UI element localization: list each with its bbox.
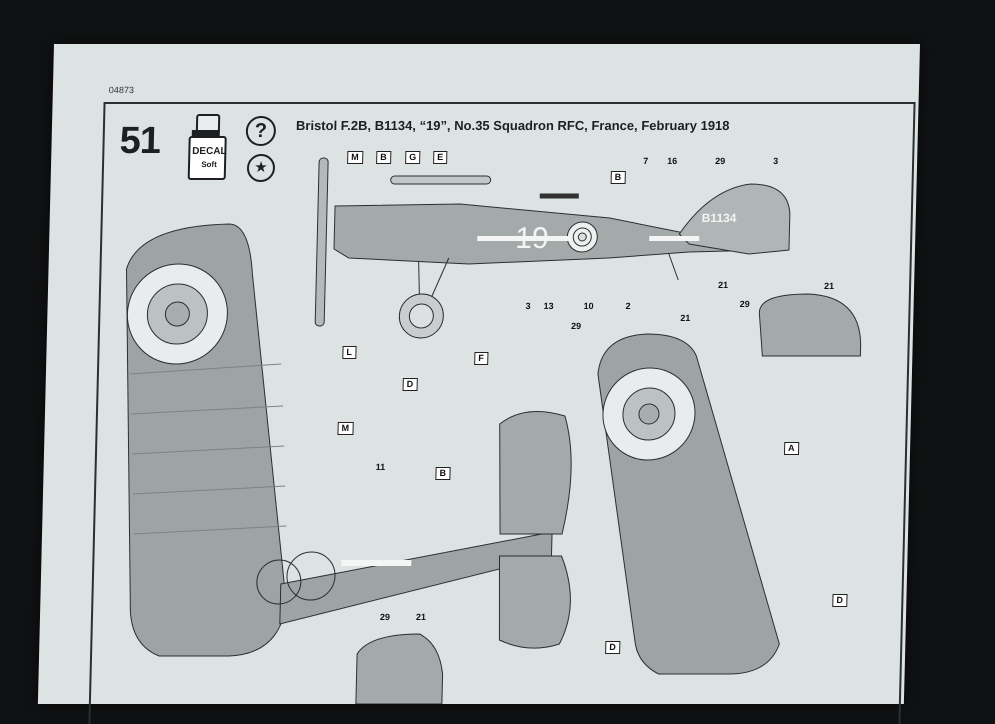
machine-gun bbox=[539, 193, 579, 199]
part-13: 13 bbox=[543, 301, 554, 311]
callout-D-right: D bbox=[832, 594, 848, 607]
callout-F: F bbox=[474, 352, 488, 365]
aileron-detail bbox=[758, 293, 862, 357]
side-profile bbox=[314, 157, 791, 339]
part-29-side: 29 bbox=[715, 156, 726, 166]
fuselage-serial: B1134 bbox=[702, 211, 737, 225]
part-10: 10 bbox=[583, 301, 594, 311]
tail-detail-bottom bbox=[355, 633, 444, 704]
callout-G: G bbox=[405, 151, 421, 164]
rudder bbox=[678, 183, 791, 255]
instruction-sheet: 04873 51 DECAL Soft ? ★ Bristol F.2B, B1… bbox=[37, 44, 921, 724]
callout-B-plan: B bbox=[435, 467, 451, 480]
part-29-wing: 29 bbox=[570, 321, 582, 331]
callout-L: L bbox=[342, 346, 357, 359]
part-21-side: 21 bbox=[717, 280, 729, 290]
part-3-tail: 3 bbox=[773, 156, 779, 166]
propeller bbox=[314, 157, 329, 327]
part-16: 16 bbox=[667, 156, 678, 166]
part-21-bottom: 21 bbox=[415, 612, 427, 622]
part-29-bottom: 29 bbox=[379, 612, 391, 622]
lower-wing-plan bbox=[597, 333, 780, 675]
tailplane-upper bbox=[499, 411, 572, 535]
part-3-side: 3 bbox=[525, 301, 531, 311]
fuselage-code-number: 19 bbox=[515, 222, 549, 255]
callout-A: A bbox=[783, 442, 799, 455]
part-21-wing: 21 bbox=[680, 313, 691, 323]
callout-B-side: B bbox=[610, 171, 626, 184]
part-2: 2 bbox=[625, 301, 631, 311]
part-7: 7 bbox=[643, 156, 649, 166]
upper-wing-plan bbox=[126, 223, 287, 657]
callout-E: E bbox=[433, 151, 448, 164]
aircraft-drawing: 19 B1134 bbox=[126, 157, 862, 704]
callout-M-top: M bbox=[347, 151, 363, 164]
callout-M-detail: M bbox=[337, 422, 354, 435]
callout-D-bottom: D bbox=[605, 641, 620, 654]
part-11: 11 bbox=[375, 462, 386, 472]
callout-D-detail: D bbox=[402, 378, 418, 391]
part-29-aileron: 29 bbox=[739, 299, 750, 309]
tailplane-lower bbox=[498, 555, 571, 649]
part-21-aileron: 21 bbox=[823, 281, 835, 291]
fuselage-top-view bbox=[256, 411, 572, 649]
upper-wing-edge bbox=[390, 175, 492, 185]
callout-B-top: B bbox=[376, 151, 391, 164]
